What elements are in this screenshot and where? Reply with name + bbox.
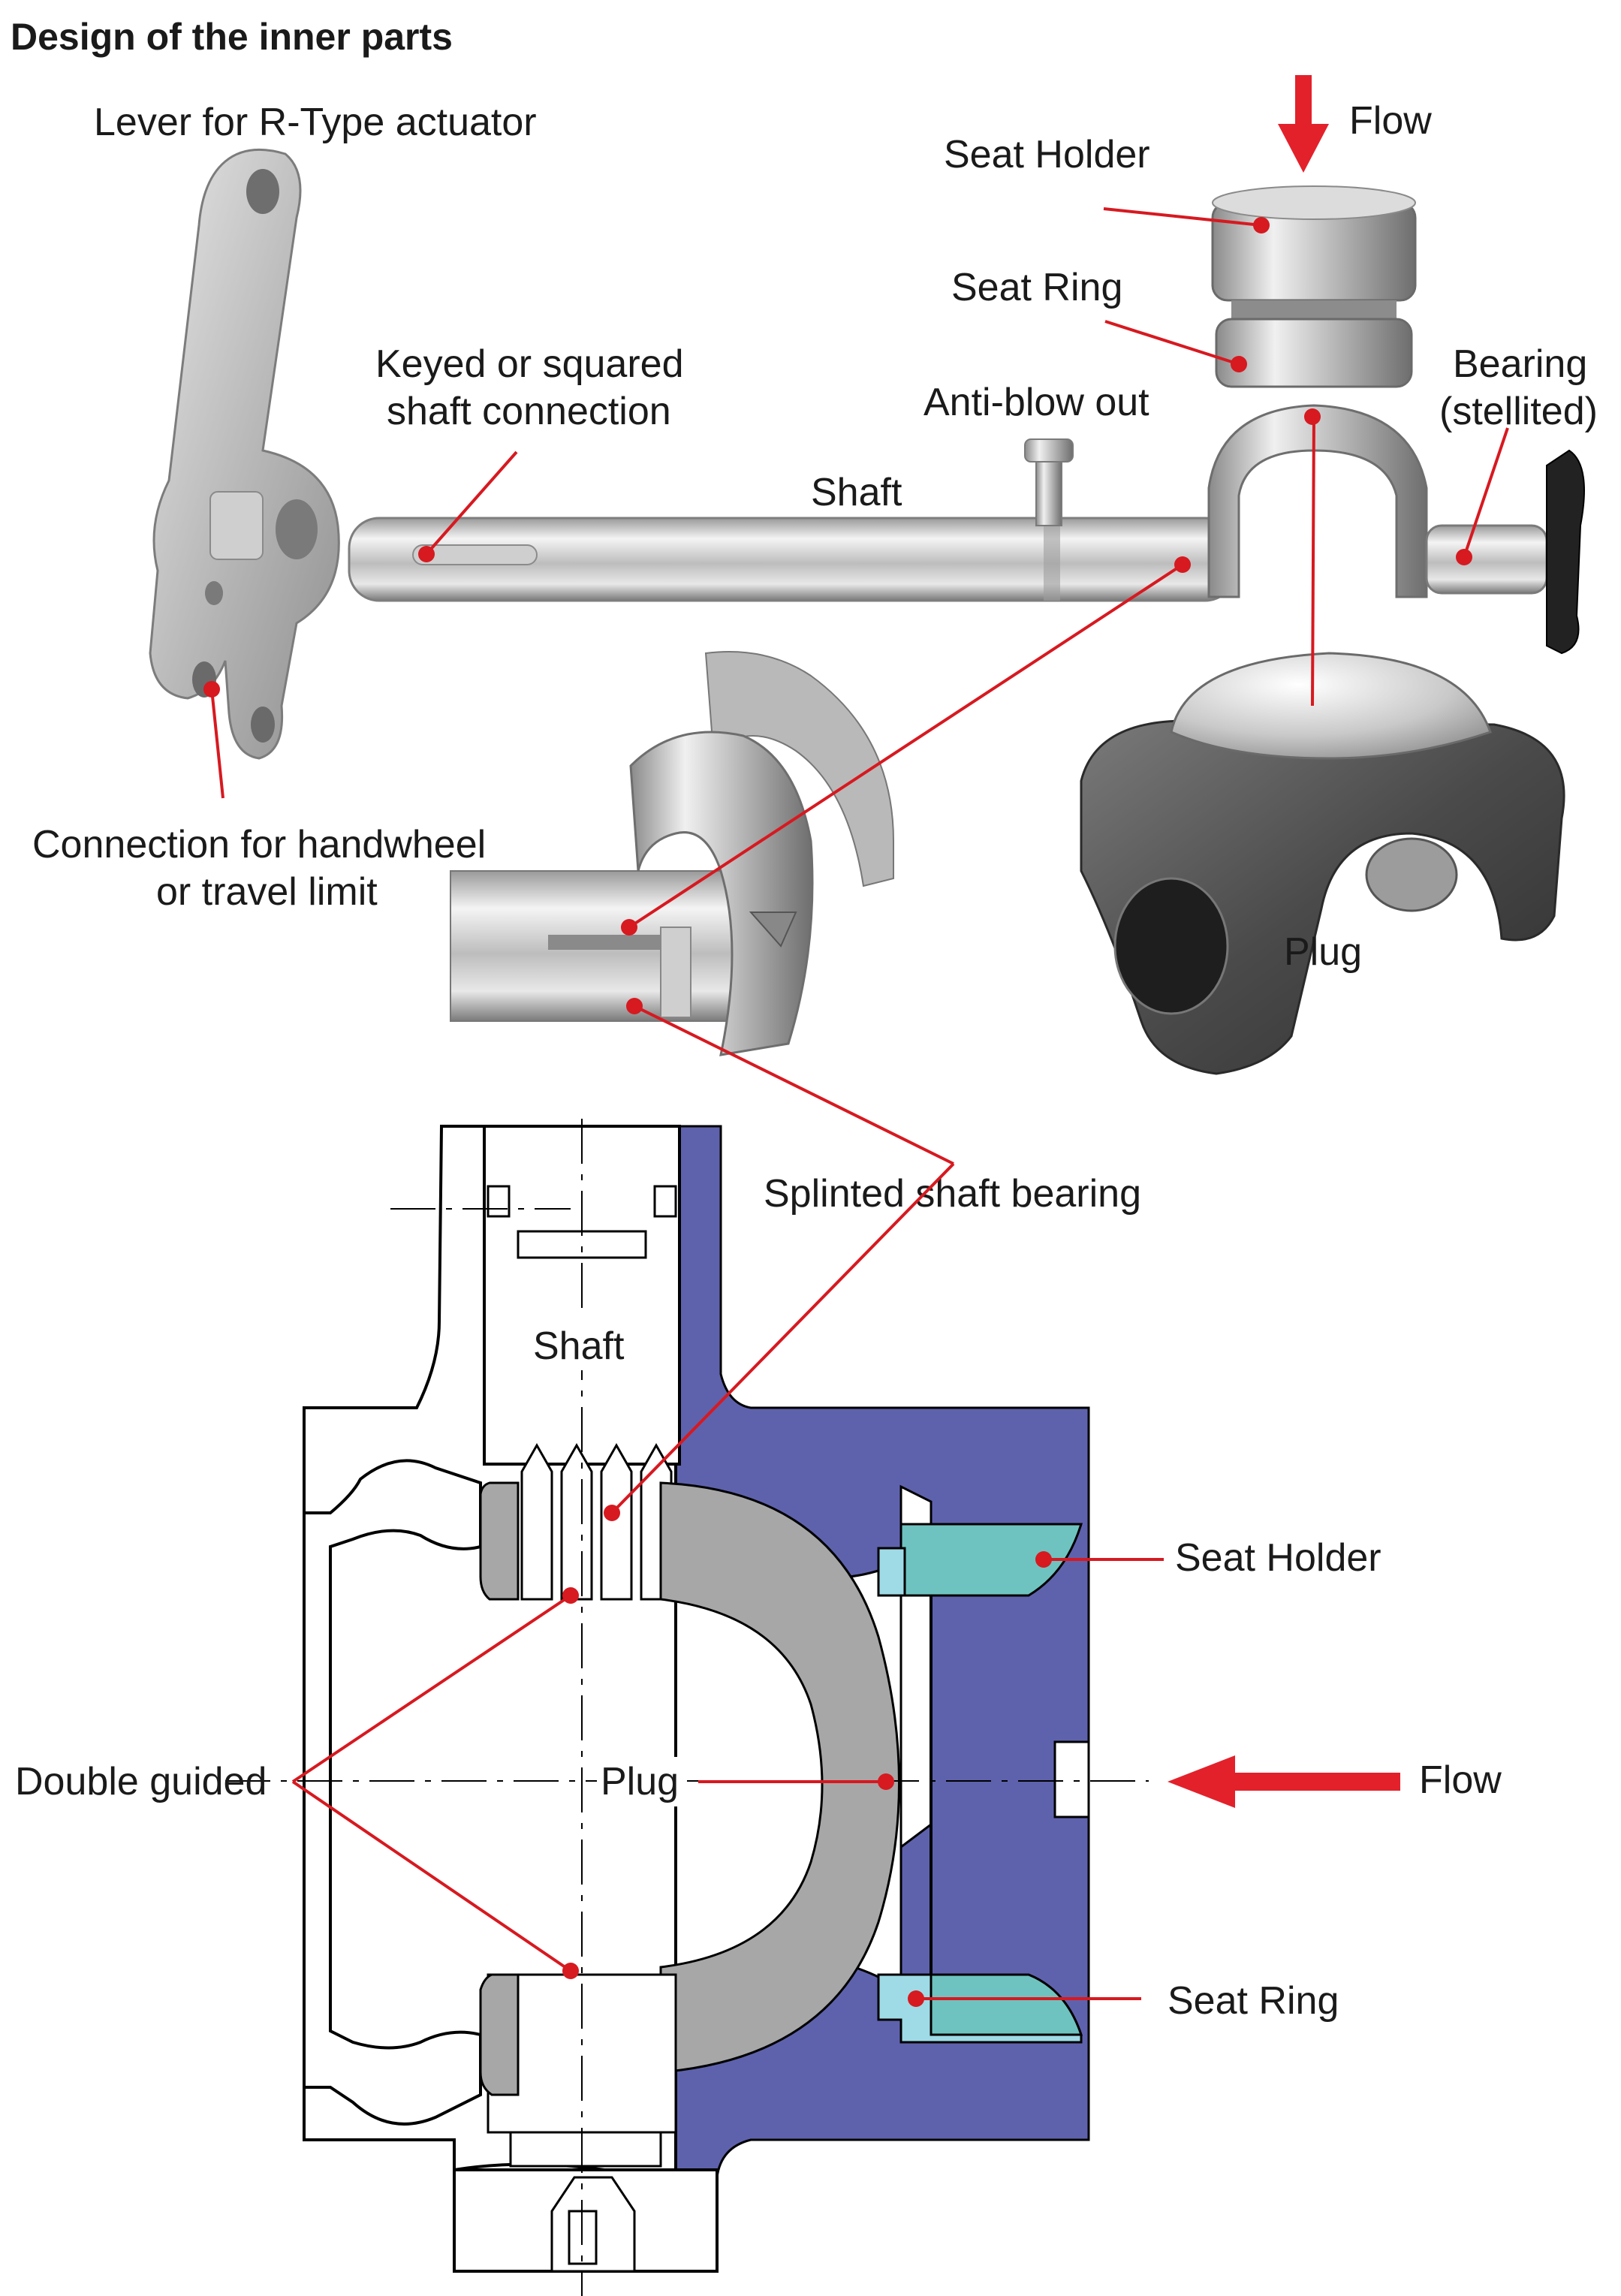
shaft-photo [348,404,1585,655]
label-bearing: Bearing [1453,342,1587,386]
label-shaft-photo: Shaft [811,471,902,514]
label-double-guided: Double guided [15,1760,267,1803]
label-keyed-2: shaft connection [387,390,671,433]
label-flow-top: Flow [1349,99,1432,143]
label-seat-ring-photo: Seat Ring [951,266,1122,309]
label-splinted: Splinted shaft bearing [764,1172,1141,1216]
label-flow-section: Flow [1419,1758,1502,1802]
label-seat-holder-photo: Seat Holder [944,133,1150,176]
photo-leader-lines [203,207,1509,1165]
label-seat-holder-section: Seat Holder [1175,1536,1381,1580]
label-handwheel: Connection for handwheel [32,823,486,866]
splinted-detail-photo [450,651,894,1056]
plug-photo [1080,652,1565,1075]
seat-holder-photo [1211,185,1417,388]
label-seat-ring-section: Seat Ring [1168,1979,1339,2023]
label-shaft-section: Shaft [533,1324,625,1368]
label-plug-section: Plug [601,1760,679,1803]
label-bearing-2: (stellited) [1439,390,1598,433]
flow-arrow-left [1168,1755,1400,1808]
label-handwheel-2: or travel limit [156,870,378,914]
label-anti-blow-out: Anti-blow out [923,381,1149,424]
flow-arrow-down [1278,75,1329,173]
label-keyed: Keyed or squared [375,342,684,386]
section-drawing [225,1119,1149,2296]
page-title: Design of the inner parts [11,16,453,58]
label-plug-photo: Plug [1284,930,1362,974]
lever-photo [149,148,340,760]
section-leader-lines [291,1162,1164,2007]
label-lever: Lever for R-Type actuator [94,101,537,144]
